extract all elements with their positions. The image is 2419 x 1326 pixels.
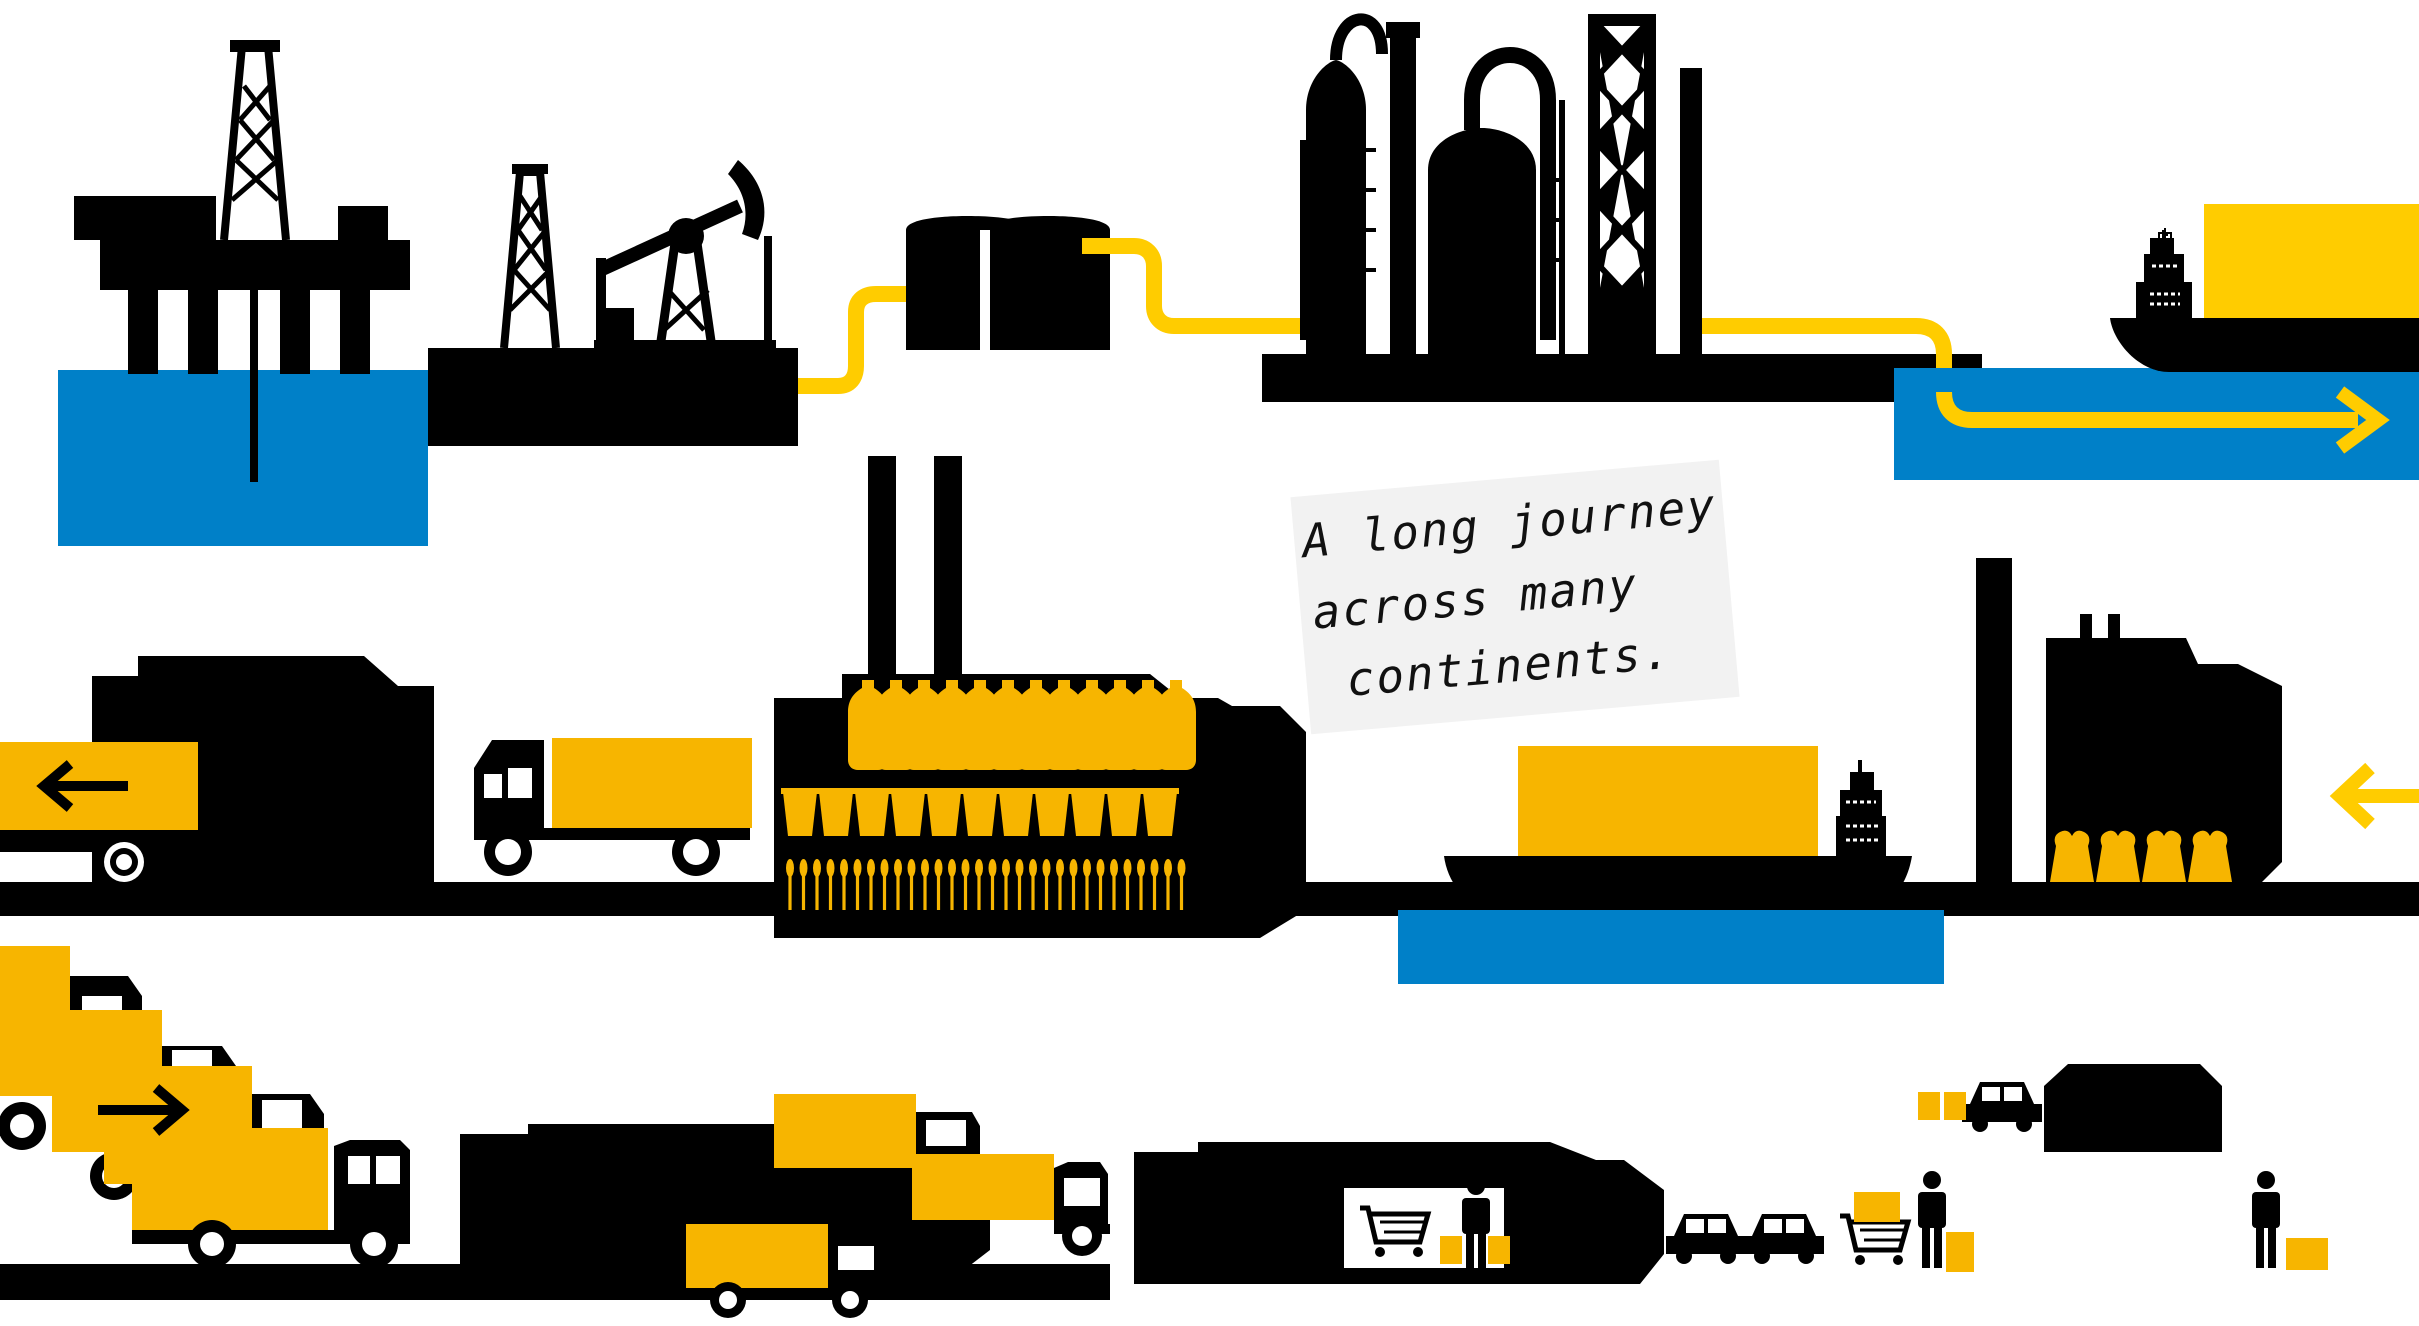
trash-bag-icon bbox=[2050, 831, 2094, 882]
truck-icon bbox=[474, 738, 752, 876]
oil-derrick-icon bbox=[504, 164, 556, 348]
sea-water bbox=[1398, 910, 1944, 984]
pipeline bbox=[798, 294, 908, 386]
person-icon bbox=[2252, 1171, 2280, 1268]
shopper-icon bbox=[1918, 1171, 1974, 1272]
trash-bag-icon bbox=[2096, 831, 2140, 882]
cups-group bbox=[781, 788, 1179, 836]
car-icon bbox=[1962, 1082, 2042, 1132]
land-platform bbox=[428, 348, 798, 446]
arrow-left-icon bbox=[2340, 768, 2419, 824]
pipeline bbox=[1082, 246, 1300, 326]
annotation-line-1: A long journey bbox=[1300, 478, 1719, 568]
house-icon bbox=[2044, 1064, 2222, 1152]
car-icon bbox=[1744, 1214, 1824, 1264]
shopping-bags-icon bbox=[1918, 1092, 1966, 1120]
annotation-line-3: continents. bbox=[1344, 625, 1674, 707]
container-ship-icon bbox=[1444, 746, 1912, 910]
refinery-icon bbox=[1262, 19, 1982, 402]
trash-bag-icon bbox=[2142, 831, 2186, 882]
truck-icon bbox=[132, 1128, 410, 1268]
ocean-water bbox=[58, 370, 428, 546]
annotation-note: A long journey across many continents. bbox=[1290, 460, 1739, 735]
truck-icon bbox=[686, 1224, 886, 1318]
bottles-small-icon bbox=[2286, 1238, 2328, 1270]
trash-bag-icon bbox=[2188, 831, 2232, 882]
truck-fleet bbox=[0, 946, 410, 1268]
shopping-cart-icon bbox=[1840, 1192, 1908, 1265]
car-icon bbox=[1666, 1214, 1746, 1264]
row-distribution bbox=[0, 946, 2328, 1318]
tanker-ship-icon bbox=[2110, 204, 2419, 372]
pumpjack-icon bbox=[594, 160, 776, 350]
annotation-line-2: across many bbox=[1310, 557, 1640, 639]
row-extraction bbox=[58, 19, 2419, 546]
storage-tanks-icon bbox=[906, 216, 1110, 350]
